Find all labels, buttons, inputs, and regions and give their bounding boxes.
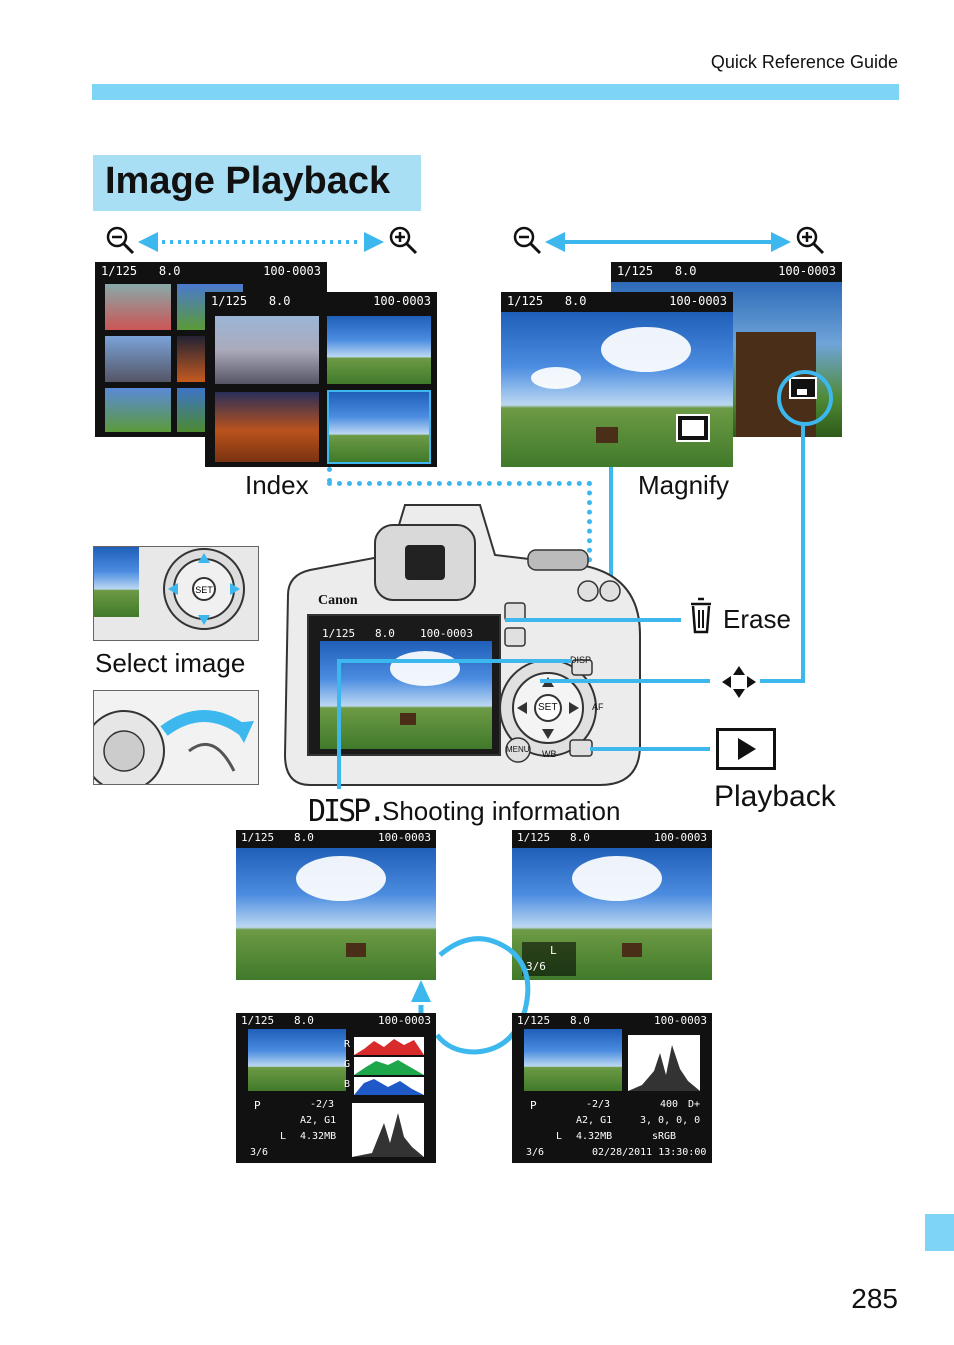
page-number: 285 — [851, 1283, 898, 1314]
index-connector-line — [587, 481, 592, 591]
camera-set-label: SET — [538, 702, 558, 713]
disp-button-label: DISP. — [308, 794, 386, 829]
select-image-label: Select image — [95, 648, 246, 678]
magnify-ring-icon — [777, 370, 833, 426]
info-screen-quality: 1/125 8.0 100-0003 L 3/6 — [512, 830, 712, 980]
info-counter-text: 3/6 — [526, 960, 546, 973]
camera-disp-label: DISP — [570, 655, 592, 665]
disp-connector-line — [337, 659, 341, 789]
info-screen-histogram-full: 1/125 8.0 100-0003 P -2/3 400 D+ A2, G1 … — [512, 1013, 712, 1163]
header-bar — [92, 84, 899, 100]
index-4-thumbnail: 1/125 8.0 100-0003 — [205, 292, 437, 467]
erase-label: Erase — [723, 604, 791, 634]
magnify-connector-line — [609, 467, 613, 592]
dotted-double-arrow-icon — [138, 232, 384, 252]
double-arrow-icon — [545, 232, 791, 252]
cross-keys-connector-line — [760, 679, 805, 683]
shooting-info-label: Shooting information — [382, 796, 621, 826]
page-title: Image Playback — [105, 160, 391, 202]
full-thumbnail: 1/125 8.0 100-0003 — [501, 292, 733, 467]
camera-brand-label: Canon — [318, 593, 358, 608]
camera-lcd-image — [320, 641, 492, 749]
erase-connector-line — [505, 618, 681, 622]
cross-keys-connector-line — [540, 679, 710, 683]
camera-lcd-file: 100-0003 — [420, 627, 473, 640]
zoom-out-icon — [106, 226, 135, 255]
main-dial-detail-image — [93, 690, 259, 785]
index-label: Index — [245, 470, 309, 500]
camera-back-illustration: Canon 1/125 8.0 100-0003 SET DISP MENU W… — [280, 495, 645, 790]
camera-menu-label: MENU — [506, 745, 530, 754]
cross-keys-connector-line — [801, 422, 805, 682]
title-box: Image Playback — [93, 155, 421, 211]
cross-keys-icon — [722, 666, 756, 698]
svg-text:SET: SET — [195, 585, 213, 595]
zoom-in-icon — [389, 226, 418, 255]
info-quality-text: L — [550, 944, 557, 957]
camera-wb-label: WB — [542, 749, 557, 759]
camera-lcd-info: 1/125 8.0 — [322, 627, 395, 640]
zoom-out-icon — [513, 226, 542, 255]
index-connector-line — [327, 481, 592, 486]
zoom-in-icon — [796, 226, 825, 255]
trash-icon — [691, 597, 711, 634]
cross-keys-detail-image: SET — [93, 546, 259, 641]
header-section-title: Quick Reference Guide — [710, 52, 898, 72]
playback-button-icon — [716, 728, 776, 770]
playback-label: Playback — [714, 780, 836, 813]
playback-connector-line — [590, 747, 710, 751]
disp-connector-line — [337, 659, 572, 663]
camera-af-label: AF — [592, 702, 604, 712]
info-screen-histogram-rgb: 1/125 8.0 100-0003 R G B P -2/3 A2, G1 L… — [236, 1013, 436, 1163]
info-screen-basic: 1/125 8.0 100-0003 — [236, 830, 436, 980]
index-connector-line — [327, 467, 332, 483]
magnify-label: Magnify — [638, 470, 730, 500]
side-tab — [925, 1214, 954, 1251]
